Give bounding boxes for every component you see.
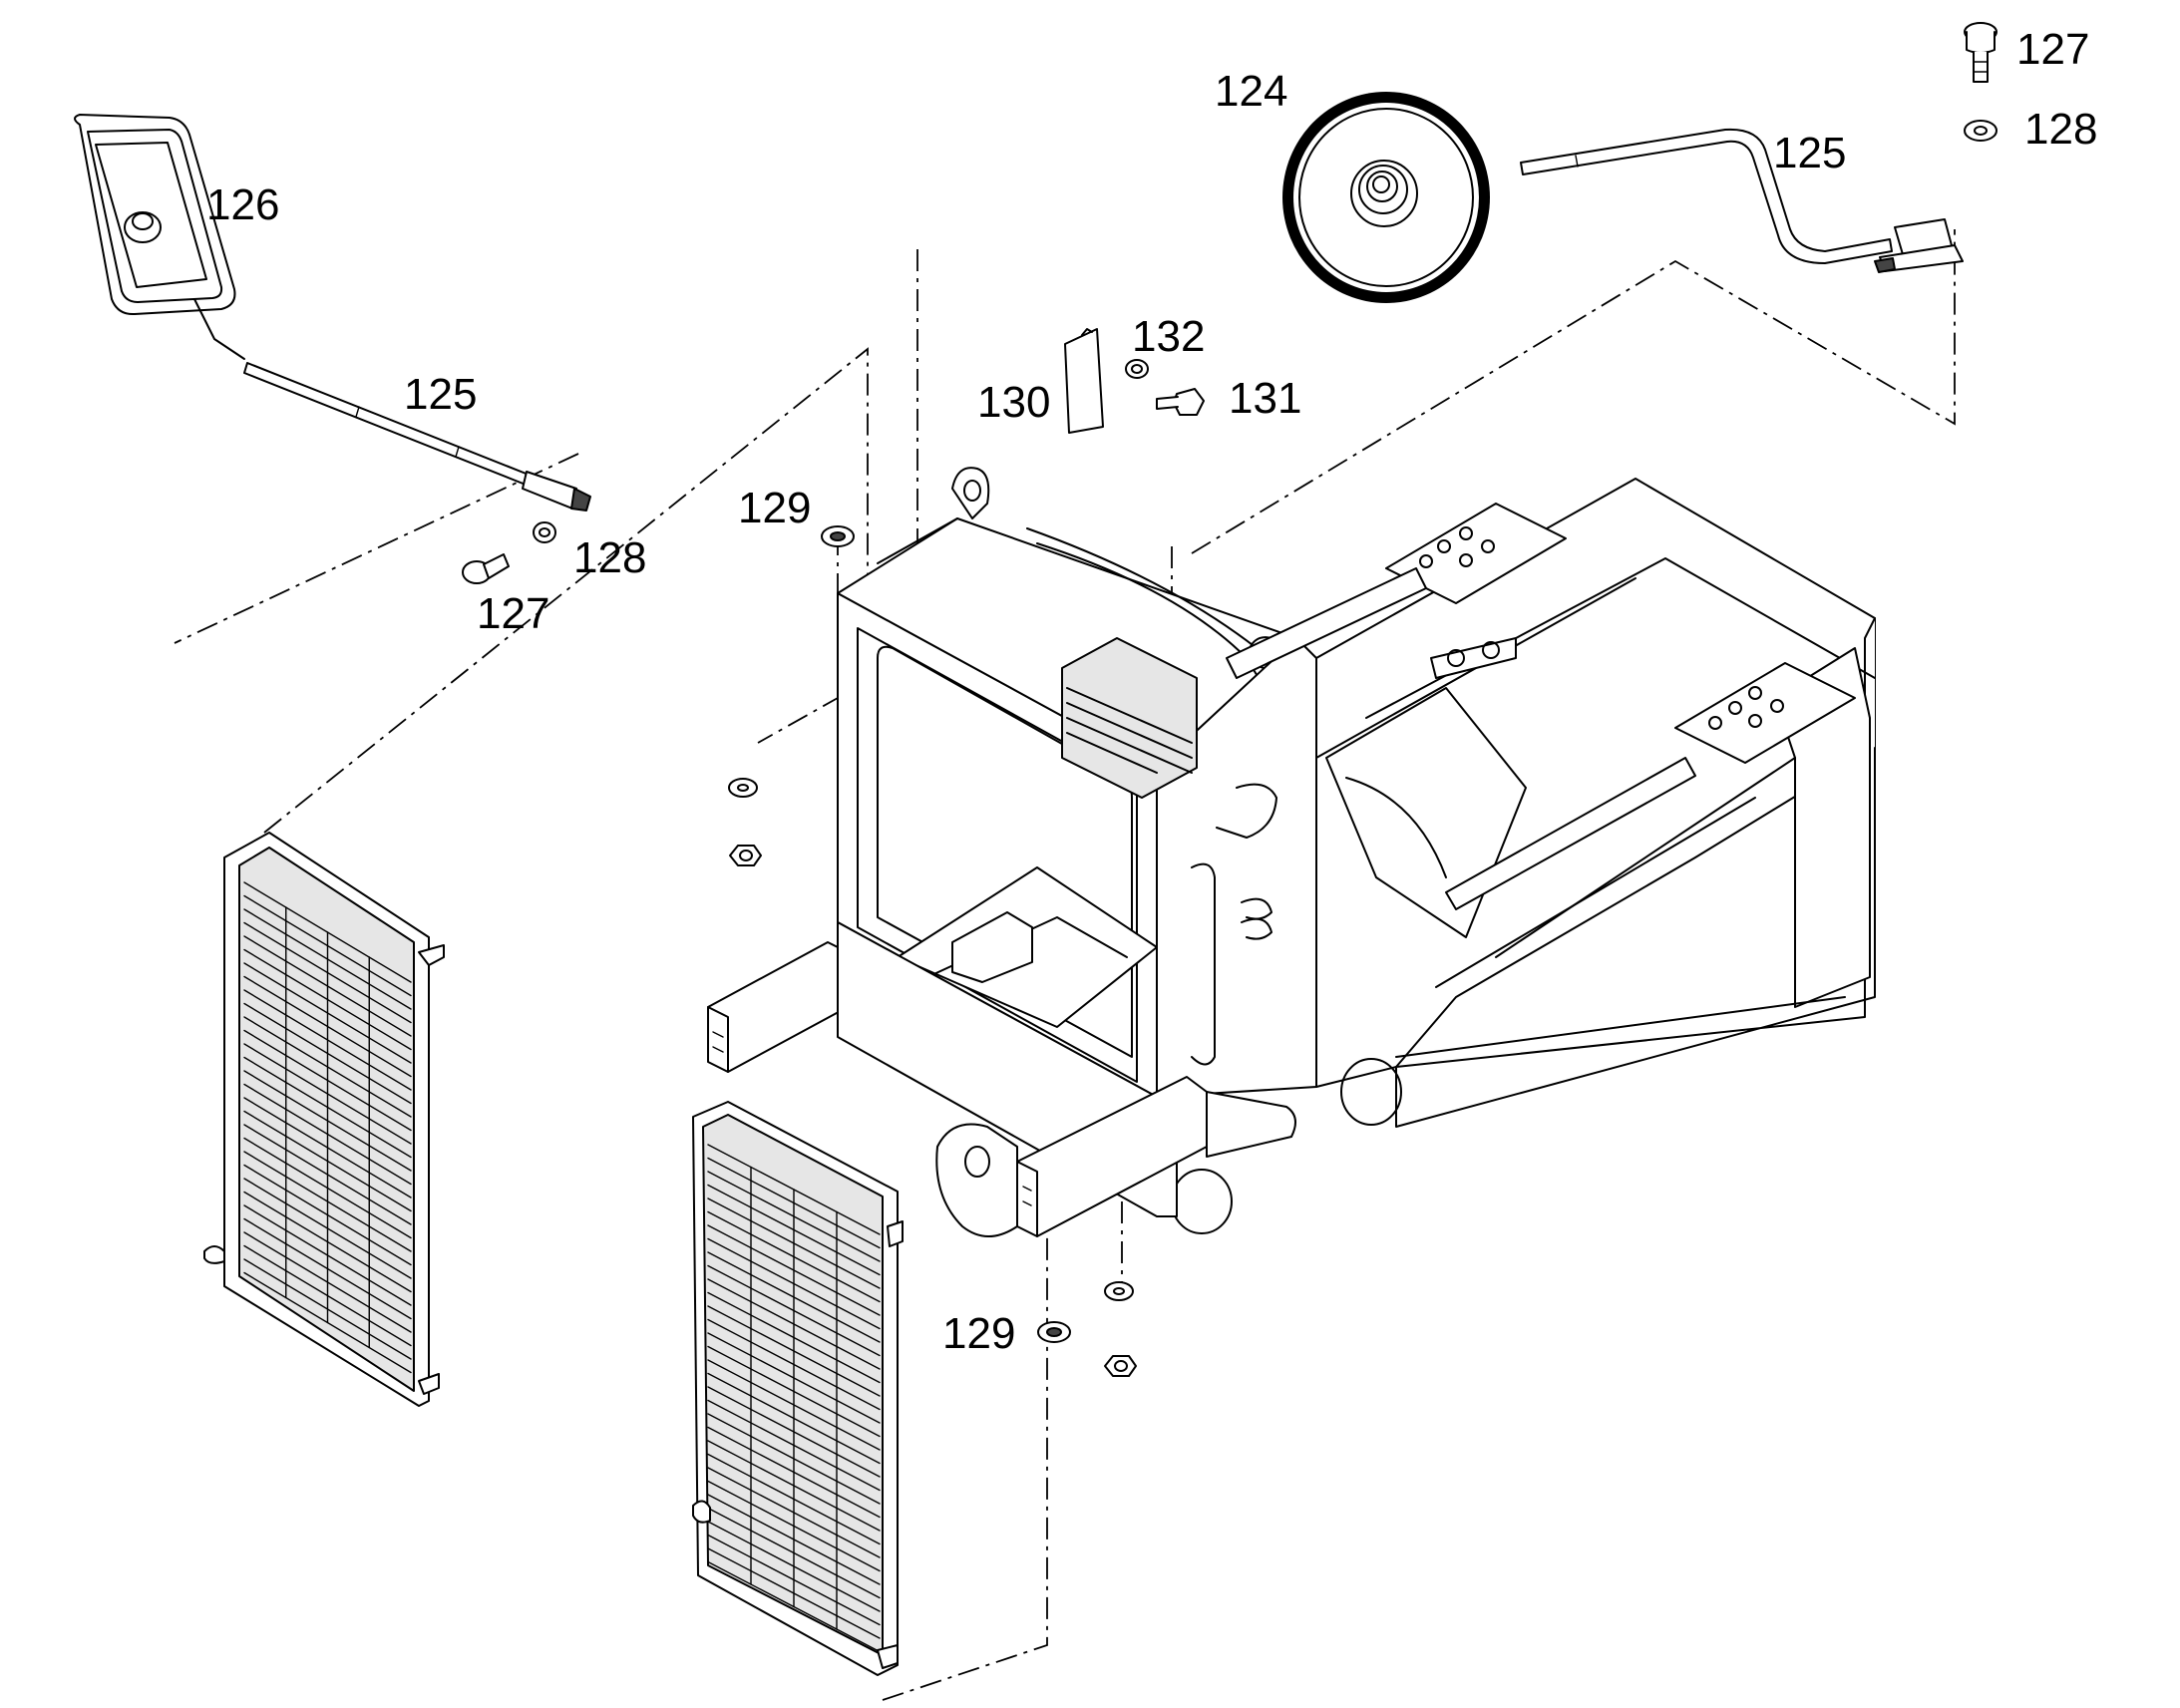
callout-129-bottom: 129 — [942, 1309, 1015, 1358]
bolt-left-127 — [462, 553, 510, 584]
callout-131: 131 — [1229, 374, 1301, 423]
mirror-arm-right-125 — [1520, 128, 1964, 273]
washer-top-128 — [1964, 120, 1998, 142]
callout-128-left: 128 — [573, 533, 646, 582]
washer-nut-right — [1104, 1281, 1137, 1377]
callout-128-top: 128 — [2024, 105, 2097, 154]
washer-nut-left — [728, 778, 762, 866]
washer-129-top — [821, 525, 855, 547]
callout-125-left: 125 — [404, 370, 477, 419]
bolt-131 — [1156, 388, 1205, 416]
round-mirror-124 — [1282, 92, 1490, 303]
callout-126: 126 — [206, 180, 279, 229]
callout-130: 130 — [977, 378, 1050, 427]
mirror-arm-left-125 — [243, 362, 591, 512]
callout-127-left: 127 — [477, 589, 549, 638]
chassis-frame — [837, 467, 1876, 1234]
front-bumper — [707, 921, 1296, 1237]
grille-panel-left — [203, 832, 445, 1407]
callout-127-top: 127 — [2016, 25, 2089, 74]
washer-132 — [1125, 359, 1149, 379]
grille-panel-right — [692, 1101, 904, 1676]
callout-129-top: 129 — [738, 484, 811, 532]
plate-130 — [1064, 328, 1104, 434]
callout-132: 132 — [1132, 312, 1205, 361]
callout-125-top: 125 — [1773, 129, 1846, 177]
bolt-top-127 — [1964, 22, 1998, 83]
callout-124: 124 — [1215, 67, 1287, 116]
washer-left-128 — [533, 521, 556, 543]
callout-labels: 124 125 127 128 126 125 128 127 132 130 … — [206, 25, 2097, 1358]
washer-129-bottom — [1037, 1321, 1071, 1343]
mirror-head-126 — [74, 114, 245, 360]
